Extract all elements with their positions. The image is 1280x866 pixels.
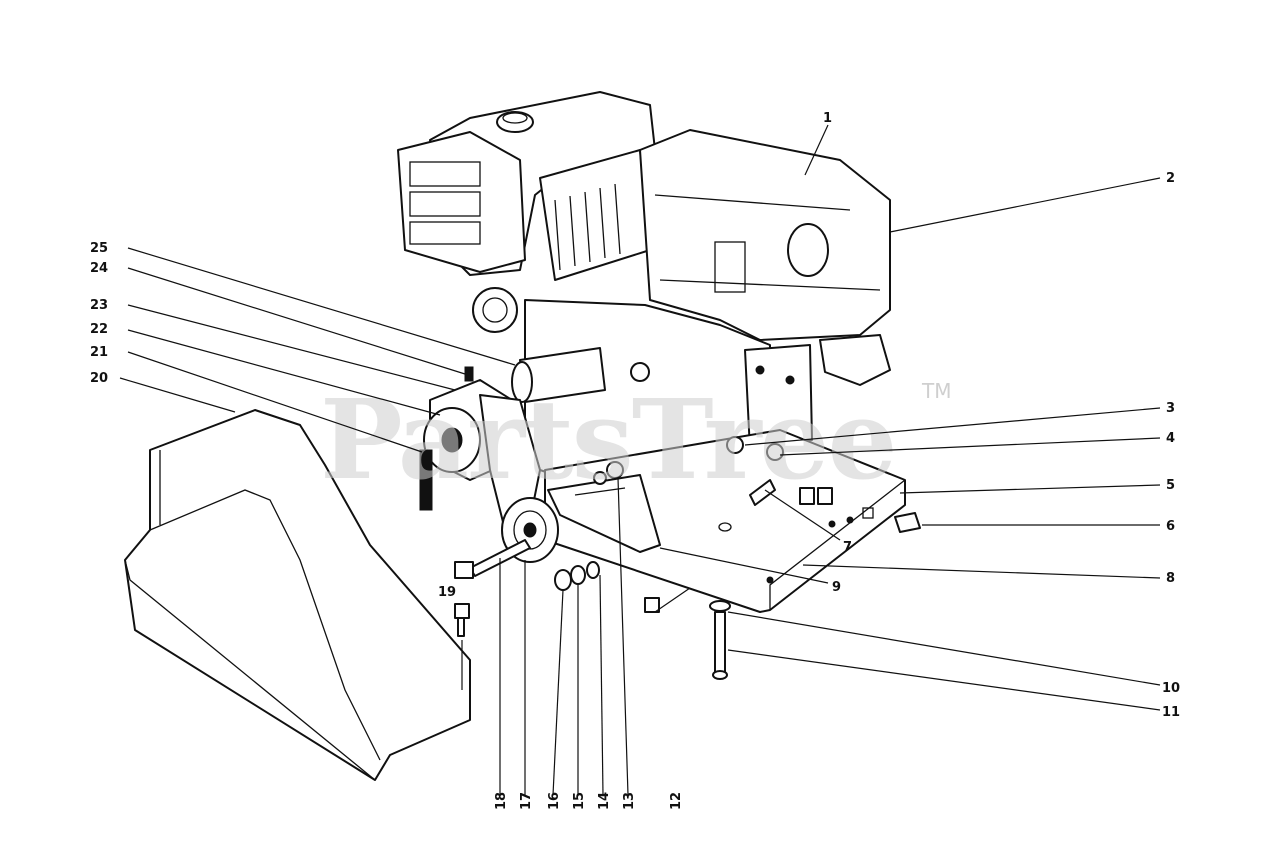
callout-15: 15 [572,792,587,810]
callout-8: 8 [1166,571,1175,586]
leader-lines [119,124,1161,796]
callout-19: 19 [438,585,456,600]
callout-9: 9 [832,580,841,595]
callout-3: 3 [1166,401,1175,416]
callout-6: 6 [1166,519,1175,534]
watermark-tm: TM [921,379,951,403]
callout-21: 21 [90,345,108,360]
callout-1: 1 [823,111,832,126]
callout-7: 7 [843,540,852,555]
callout-16: 16 [547,792,562,810]
callout-12: 12 [669,792,684,810]
callout-24: 24 [90,261,108,276]
engine-assembly [397,91,891,501]
callout-13: 13 [622,792,637,810]
callout-5: 5 [1166,478,1175,493]
callout-23: 23 [90,298,108,313]
callout-14: 14 [597,792,612,810]
callout-17: 17 [519,792,534,810]
callout-labels: 1 2 3 4 5 6 7 8 9 10 11 12 13 14 15 16 1… [90,111,1180,810]
belt-guard [124,409,471,781]
watermark: PartsTree TM [320,375,951,504]
hardware-fasteners [454,436,921,680]
callout-20: 20 [90,371,108,386]
callout-4: 4 [1166,431,1175,446]
callout-10: 10 [1162,681,1180,696]
callout-18: 18 [494,792,509,810]
callout-11: 11 [1162,705,1180,720]
callout-25: 25 [90,241,108,256]
callout-2: 2 [1166,171,1175,186]
pulleys-and-belt [419,366,661,563]
callout-22: 22 [90,322,108,337]
